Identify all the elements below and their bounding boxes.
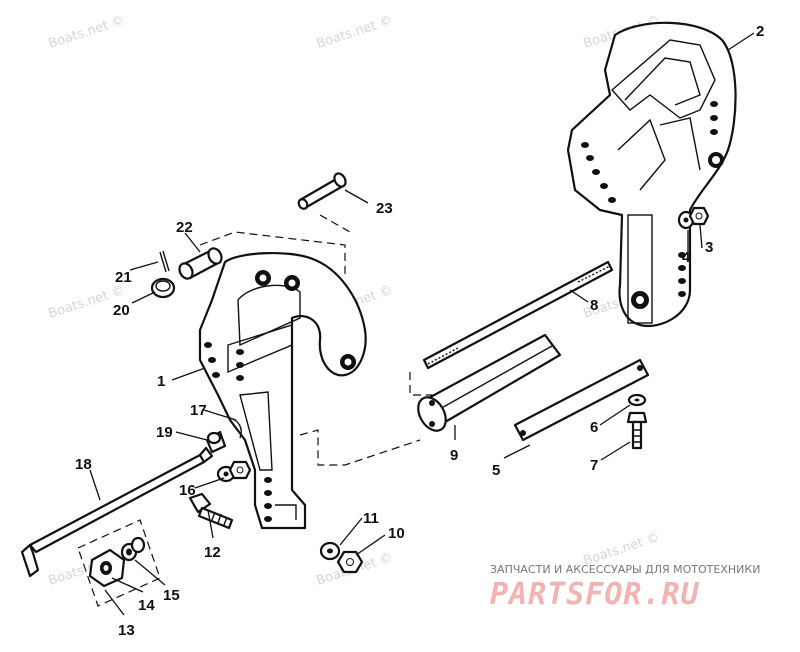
brand-subtitle: ЗАПЧАСТИ И АКСЕССУАРЫ ДЛЯ МОТОТЕХНИКИ: [490, 563, 760, 576]
brand-name: PARTSFOR.RU: [490, 577, 700, 612]
part-7-bolt: [626, 411, 648, 450]
part-2-upper-bracket: [566, 21, 737, 328]
callout-14: 14: [138, 597, 155, 614]
part-10-nut: [336, 550, 364, 574]
bracket-holes: [204, 342, 272, 522]
bracket-holes: [581, 101, 718, 297]
part-18-rod: [20, 446, 214, 578]
callout-22: 22: [176, 219, 193, 236]
part-5-bar: [513, 358, 650, 442]
callout-19: 19: [156, 424, 173, 441]
part-20-cap: [150, 277, 176, 299]
callout-20: 20: [113, 302, 130, 319]
callout-5: 5: [492, 462, 500, 479]
part-8-threaded-rod: [422, 260, 614, 370]
callout-16: 16: [179, 482, 196, 499]
callout-15: 15: [163, 587, 180, 604]
brand-logo: ЗАПЧАСТИ И АКСЕССУАРЫ ДЛЯ МОТОТЕХНИКИ PA…: [490, 563, 760, 612]
callout-7: 7: [590, 457, 598, 474]
callouts: 1 2 3 4 5 6 7 8 9 10 11 12 13 14 15 16 1…: [75, 23, 764, 639]
callout-17: 17: [190, 402, 207, 419]
part-9-spacer: [417, 333, 562, 432]
part-6-washer: [627, 393, 647, 407]
part-15-washer: [120, 536, 146, 562]
watermark: Boats.net ©: [315, 13, 395, 52]
part-13-15-nut-assembly: [77, 519, 161, 607]
part-23-pin: [297, 172, 347, 210]
part-21-cotter-pin: [159, 250, 170, 273]
part-22-sleeve: [178, 247, 223, 280]
part-12-bolt: [188, 492, 234, 530]
callout-21: 21: [115, 269, 132, 286]
callout-11: 11: [363, 510, 379, 527]
callout-18: 18: [75, 456, 92, 473]
callout-4: 4: [682, 249, 691, 266]
part-11-washer: [319, 541, 341, 561]
part-14-nut: [88, 548, 126, 588]
part-16-nut-washer: [216, 460, 252, 483]
callout-6: 6: [590, 419, 598, 436]
callout-2: 2: [756, 23, 764, 40]
callout-9: 9: [450, 447, 458, 464]
callout-13: 13: [118, 622, 135, 639]
callout-10: 10: [388, 525, 405, 542]
callout-23: 23: [376, 200, 393, 217]
callout-3: 3: [705, 239, 713, 256]
part-19-grease-fitting: [205, 430, 227, 454]
part-3-4-nut-washer: [677, 206, 710, 230]
callout-1: 1: [157, 373, 165, 390]
leader-lines: [89, 32, 755, 616]
callout-8: 8: [590, 297, 598, 314]
callout-12: 12: [204, 544, 221, 561]
part-1-lower-bracket: [198, 251, 367, 530]
watermark: Boats.net ©: [47, 13, 127, 52]
